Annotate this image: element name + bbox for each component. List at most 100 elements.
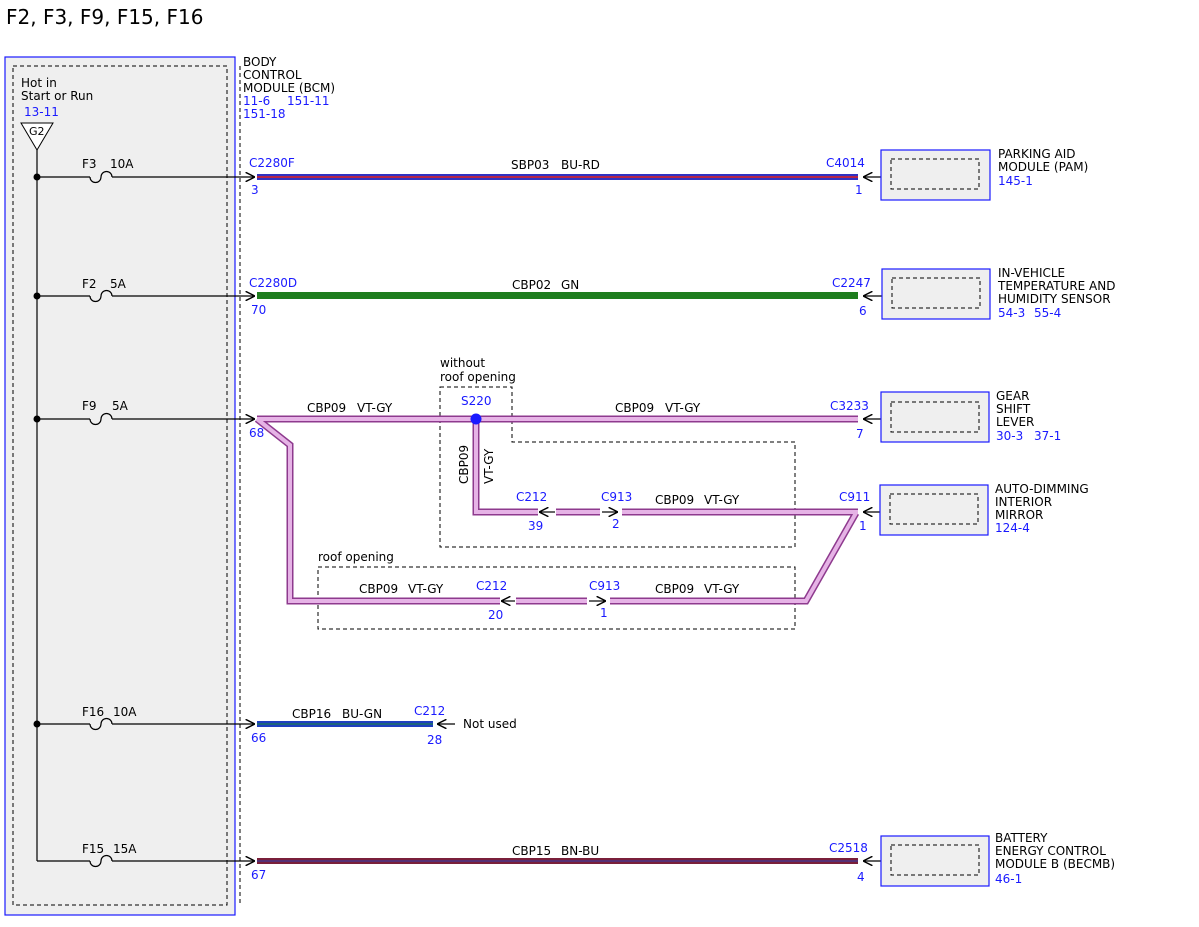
module-name-line1: GEAR <box>996 389 1029 403</box>
module-ref-1[interactable]: 54-3 <box>998 306 1025 320</box>
wire-cbp02: CBP02 GN <box>257 278 858 299</box>
module-ref-2[interactable]: 37-1 <box>1034 429 1061 443</box>
page-title: F2, F3, F9, F15, F16 <box>6 5 203 29</box>
module-temperature-sensor[interactable]: IN-VEHICLE TEMPERATURE AND HUMIDITY SENS… <box>881 266 1116 320</box>
connector-c2518[interactable]: C2518 <box>829 841 868 855</box>
wire-color: VT-GY <box>665 401 701 415</box>
fuse-rating: 10A <box>110 157 134 171</box>
bcm-ref-3[interactable]: 151-18 <box>243 107 286 121</box>
splice-s220 <box>470 413 482 425</box>
fuse-icon <box>89 412 113 426</box>
module-becmb[interactable]: BATTERY ENERGY CONTROL MODULE B (BECMB) … <box>880 831 1115 887</box>
module-ref-2[interactable]: 55-4 <box>1034 306 1061 320</box>
fuse-rating: 15A <box>113 842 137 856</box>
connector-pin: 2 <box>612 517 620 531</box>
fuse-id: F2 <box>82 277 97 291</box>
option-label-line2: roof opening <box>440 370 516 384</box>
not-used-label: Not used <box>463 717 517 731</box>
wire-cbp15: CBP15 BN-BU <box>257 844 858 864</box>
connector-c2280f[interactable]: C2280F <box>249 156 295 170</box>
connector-pin: 20 <box>488 608 503 622</box>
fuse-id: F16 <box>82 705 104 719</box>
fuse-icon <box>89 854 113 868</box>
wire-circuit: CBP09 <box>307 401 346 415</box>
fuse-id: F9 <box>82 399 97 413</box>
wire-sbp03: SBP03 BU-RD <box>257 158 858 180</box>
module-name-line3: MIRROR <box>995 508 1043 522</box>
module-ref-1[interactable]: 30-3 <box>996 429 1023 443</box>
module-name-line2: TEMPERATURE AND <box>997 279 1116 293</box>
bcm-name-line3: MODULE (BCM) <box>243 81 335 95</box>
wire-circuit: CBP02 <box>512 278 551 292</box>
bcm-name-line2: CONTROL <box>243 68 302 82</box>
module-gear-shift-lever[interactable]: GEAR SHIFT LEVER 30-3 37-1 <box>880 389 1061 443</box>
splice-label[interactable]: S220 <box>461 394 492 408</box>
connector-c2280d[interactable]: C2280D <box>249 276 297 290</box>
bcm-ref-2[interactable]: 151-11 <box>287 94 330 108</box>
hot-label-line2: Start or Run <box>21 89 93 103</box>
connector-c2247[interactable]: C2247 <box>832 276 871 290</box>
module-name-line3: MODULE B (BECMB) <box>995 857 1115 871</box>
hot-ref[interactable]: 13-11 <box>24 105 59 119</box>
wire-color: BN-BU <box>561 844 599 858</box>
option-label: roof opening <box>318 550 394 564</box>
connector-pin: 39 <box>528 519 543 533</box>
connector-pin: 3 <box>251 183 259 197</box>
option-without-roof-opening: without roof opening <box>439 356 796 548</box>
connector-c913[interactable]: C913 <box>589 579 620 593</box>
connector-pin: 1 <box>855 183 863 197</box>
connector-c911[interactable]: C911 <box>839 490 870 504</box>
wire-color: VT-GY <box>357 401 393 415</box>
module-ref[interactable]: 46-1 <box>995 872 1022 886</box>
connector-c212[interactable]: C212 <box>516 490 547 504</box>
ground-label: G2 <box>29 125 45 138</box>
connector-c212[interactable]: C212 <box>476 579 507 593</box>
fuse-rating: 5A <box>112 399 129 413</box>
fuse-id: F3 <box>82 157 97 171</box>
fuse-icon <box>89 717 113 731</box>
connector-pin: 1 <box>600 606 608 620</box>
wire-circuit: CBP09 <box>457 445 471 484</box>
bcm-name-line1: BODY <box>243 55 277 69</box>
connector-c4014[interactable]: C4014 <box>826 156 865 170</box>
bcm-module: BODY CONTROL MODULE (BCM) 11-6 151-11 15… <box>4 55 335 916</box>
hot-label-line1: Hot in <box>21 76 57 90</box>
module-auto-dimming-mirror[interactable]: AUTO-DIMMING INTERIOR MIRROR 124-4 <box>879 482 1089 536</box>
fuse-row-f16: F16 10A <box>33 705 255 731</box>
wire-circuit: CBP09 <box>615 401 654 415</box>
connector-pin: 4 <box>857 870 865 884</box>
wire-circuit: CBP09 <box>655 493 694 507</box>
connector-c913[interactable]: C913 <box>601 490 632 504</box>
connector-c3233[interactable]: C3233 <box>830 399 869 413</box>
wire-circuit: CBP09 <box>359 582 398 596</box>
module-pam[interactable]: PARKING AID MODULE (PAM) 145-1 <box>880 147 1088 201</box>
wire-circuit: CBP16 <box>292 707 331 721</box>
fuse-icon <box>89 170 113 184</box>
connector-pin: 70 <box>251 303 266 317</box>
wire-cbp09-network: CBP09 VT-GY CBP09 VT-GY CBP09 VT-GY CBP0… <box>254 401 860 601</box>
wire-circuit: CBP09 <box>655 582 694 596</box>
module-ref[interactable]: 145-1 <box>998 174 1033 188</box>
wire-color: BU-GN <box>342 707 382 721</box>
module-name-line2: ENERGY CONTROL <box>995 844 1106 858</box>
wire-color: VT-GY <box>704 582 740 596</box>
fuse-row-f15: F15 15A <box>82 842 254 868</box>
module-name-line1: BATTERY <box>995 831 1048 845</box>
module-ref[interactable]: 124-4 <box>995 521 1030 535</box>
fuse-row-f3: F3 10A <box>33 157 255 184</box>
module-name-line3: LEVER <box>996 415 1034 429</box>
connector-pin: 6 <box>859 304 867 318</box>
fuse-row-f2: F2 5A <box>33 277 255 303</box>
wire-cbp16: CBP16 BU-GN <box>257 707 433 727</box>
wire-color: VT-GY <box>408 582 444 596</box>
wire-color: VT-GY <box>704 493 740 507</box>
fuse-id: F15 <box>82 842 104 856</box>
connector-pin: 68 <box>249 426 264 440</box>
connector-pin: 7 <box>856 427 864 441</box>
wire-color: BU-RD <box>561 158 600 172</box>
fuse-rating: 10A <box>113 705 137 719</box>
connector-c212[interactable]: C212 <box>414 704 445 718</box>
option-label-line1: without <box>440 356 485 370</box>
bcm-ref-1[interactable]: 11-6 <box>243 94 270 108</box>
